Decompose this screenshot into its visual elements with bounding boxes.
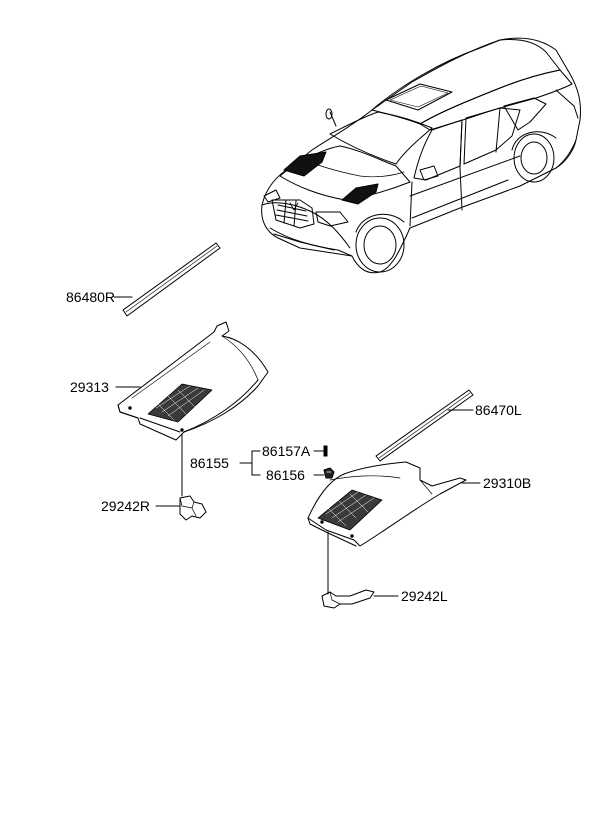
label-29313: 29313: [70, 379, 109, 395]
label-86157A: 86157A: [262, 443, 311, 459]
part-29313-panel: [115, 321, 269, 441]
label-29242R: 29242R: [101, 498, 151, 514]
part-29310B-panel: [307, 461, 481, 547]
part-86156-nut: [313, 467, 335, 479]
car-illustration: [261, 37, 581, 274]
label-86480R: 86480R: [66, 289, 116, 305]
label-86470L: 86470L: [475, 402, 522, 418]
part-29242L-bracket: [321, 589, 399, 609]
part-29242R-bracket: [155, 495, 207, 521]
label-29242L: 29242L: [401, 588, 448, 604]
part-86480R-strip: [113, 242, 221, 317]
part-86470L-strip: [375, 389, 474, 462]
part-86157A-clip: [313, 445, 328, 457]
label-29310B: 29310B: [483, 475, 532, 491]
label-86155: 86155: [190, 455, 229, 471]
label-86156: 86156: [266, 467, 305, 483]
group-86155-bracket: [239, 450, 261, 476]
